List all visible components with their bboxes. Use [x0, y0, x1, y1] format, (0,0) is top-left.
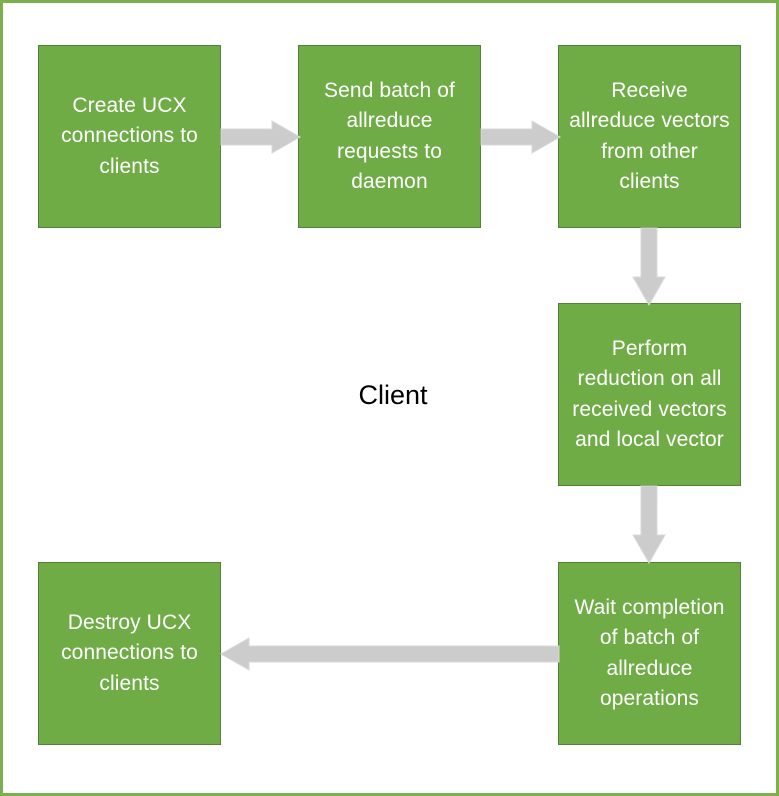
flow-node-label: Destroy UCX connections to clients — [61, 610, 198, 695]
arrow-down-icon-reduce-to-wait — [632, 485, 666, 565]
flow-node-perform-reduction[interactable]: Perform reduction on all received vector… — [558, 303, 741, 486]
flow-node-label: Receive allreduce vectors from other cli… — [569, 78, 730, 193]
arrow-right-icon-send-to-receive — [480, 120, 562, 154]
arrow-right-icon-create-to-send — [220, 120, 302, 154]
flow-node-label: Send batch of allreduce requests to daem… — [324, 78, 455, 193]
flow-node-receive-allreduce-vectors[interactable]: Receive allreduce vectors from other cli… — [558, 45, 741, 228]
arrow-left-icon-wait-to-destroy — [219, 637, 560, 671]
flow-node-label: Perform reduction on all received vector… — [572, 336, 727, 451]
flow-node-label: Create UCX connections to clients — [61, 93, 198, 178]
flow-node-wait-completion[interactable]: Wait completion of batch of allreduce op… — [558, 562, 741, 745]
flow-node-destroy-ucx-connections[interactable]: Destroy UCX connections to clients — [38, 562, 221, 745]
flow-node-send-batch-allreduce-requests[interactable]: Send batch of allreduce requests to daem… — [298, 45, 481, 228]
diagram-group-label-client: Client — [358, 380, 428, 410]
flow-node-create-ucx-connections[interactable]: Create UCX connections to clients — [38, 45, 221, 228]
flow-node-label: Wait completion of batch of allreduce op… — [574, 595, 725, 710]
arrow-down-icon-receive-to-reduce — [632, 227, 666, 307]
diagram-surface: Create UCX connections to clients Send b… — [3, 3, 776, 793]
